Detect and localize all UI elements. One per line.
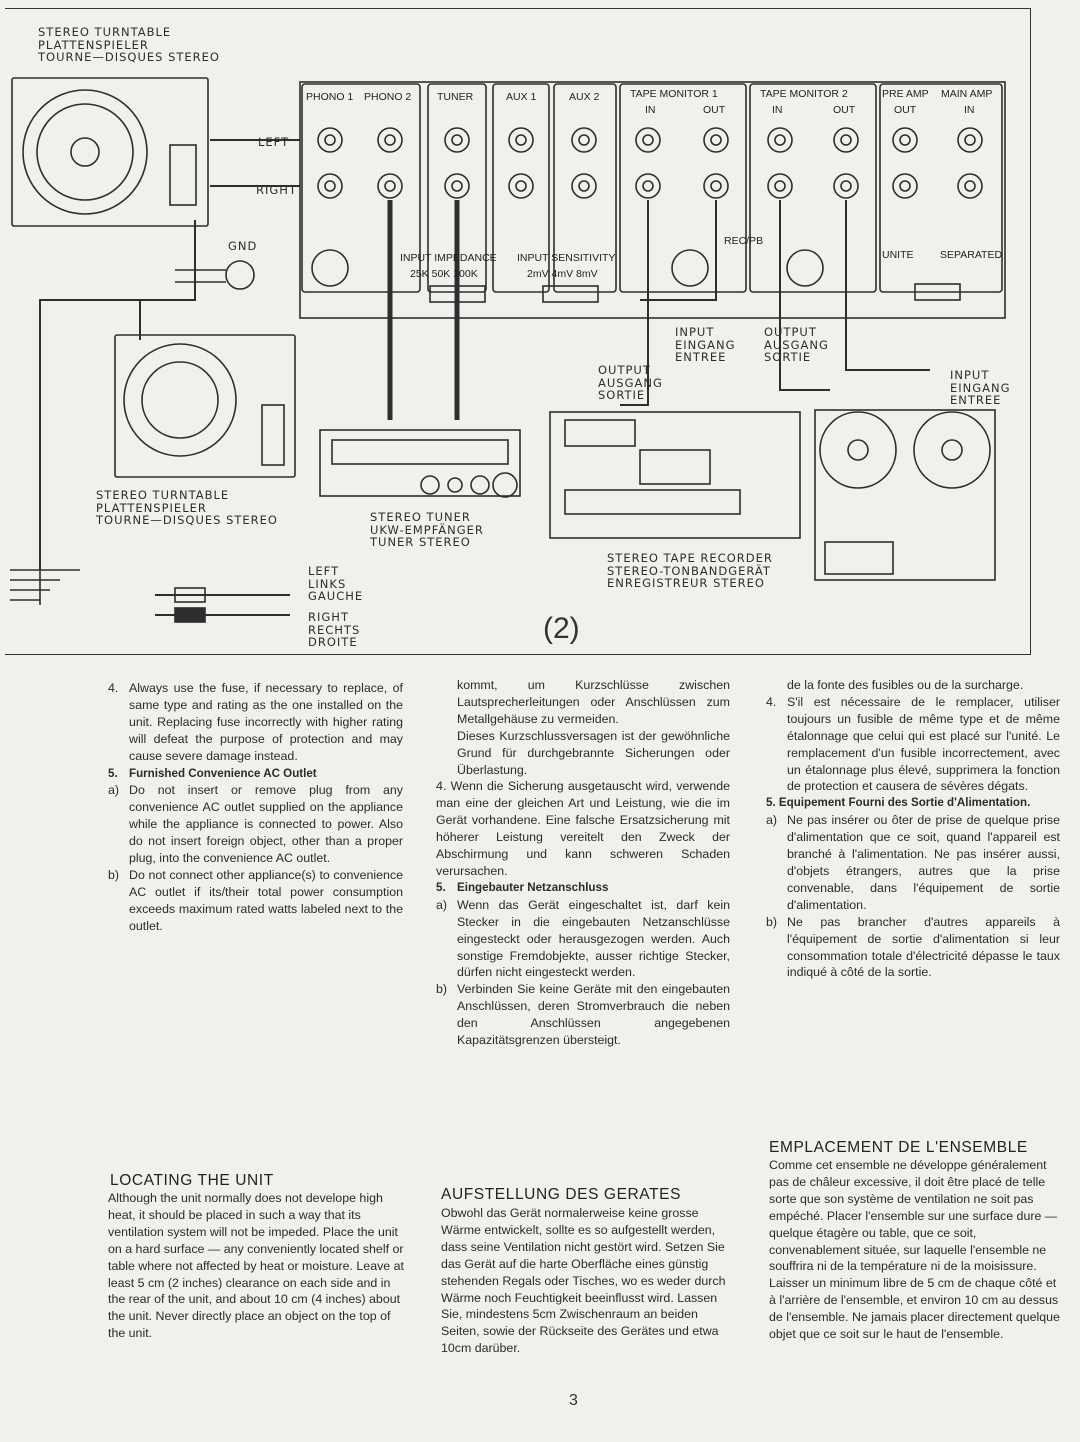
fr-item5-heading: Equipement Fourni des Sortie d'Alimentat… bbox=[778, 796, 1031, 810]
rca-jacks-left bbox=[317, 127, 983, 153]
fr-item5b-num: b) bbox=[766, 914, 778, 929]
receiver-rear-panel bbox=[299, 81, 1006, 319]
tape2-in-label: IN bbox=[772, 104, 783, 116]
fr-item4-num: 4. bbox=[766, 694, 777, 709]
fr-item5a-num: a) bbox=[766, 813, 778, 828]
ground-connector bbox=[225, 260, 255, 290]
connection-diagram bbox=[10, 77, 1006, 623]
fr-cont-text: de la fonte des fusibles ou de la surcha… bbox=[787, 678, 1024, 692]
de-item5-heading: Eingebauter Netzanschluss bbox=[457, 880, 609, 894]
mainamp-label: MAIN AMP bbox=[941, 88, 993, 100]
aux1-label: AUX 1 bbox=[506, 91, 537, 103]
de-item5b-text: Verbinden Sie keine Geräte mit den einge… bbox=[457, 982, 730, 1048]
mainamp-in-label: IN bbox=[964, 104, 975, 116]
en-item4-num: 4. bbox=[108, 681, 119, 695]
en-locating-title: LOCATING THE UNIT bbox=[110, 1172, 274, 1189]
fr-item5a-text: Ne pas insérer ou ôter de prise de quelq… bbox=[787, 813, 1060, 912]
de-item4-text: Wenn die Sicherung ausgetauscht wird, ve… bbox=[436, 779, 730, 878]
tape-monitor-2-label: TAPE MONITOR 2 bbox=[760, 88, 848, 100]
fr-locating-title: EMPLACEMENT DE L'ENSEMBLE bbox=[769, 1139, 1028, 1156]
phono1-label: PHONO 1 bbox=[306, 91, 354, 103]
cassette-deck bbox=[549, 411, 801, 539]
de-item5b-num: b) bbox=[436, 982, 448, 997]
en-item5-num: 5. bbox=[108, 766, 118, 780]
tuner-unit bbox=[319, 429, 521, 497]
de-item5-num: 5. bbox=[436, 880, 446, 894]
fr-item4-text: S'il est nécessaire de le remplacer, uti… bbox=[787, 694, 1060, 794]
gnd-label: GND bbox=[228, 239, 258, 253]
sensitivity-label: INPUT SENSITIVITY bbox=[517, 252, 616, 264]
en-item5-heading: Furnished Convenience AC Outlet bbox=[129, 766, 317, 780]
tape-monitor-1-label: TAPE MONITOR 1 bbox=[630, 88, 718, 100]
german-column: kommt, um Kurzschlüsse zwischen Lautspre… bbox=[436, 677, 730, 1049]
unite-label: UNITE bbox=[882, 249, 914, 261]
en-item4-text: Always use the fuse, if necessary to rep… bbox=[129, 681, 403, 763]
fr-locating-text: Comme cet ensemble ne développe générale… bbox=[769, 1158, 1060, 1342]
figure-number: (2) bbox=[543, 612, 580, 645]
en-item5a-text: Do not insert or remove plug from any co… bbox=[129, 783, 403, 866]
impedance-values: 25K 50K 100K bbox=[410, 268, 478, 280]
turntable-bottom bbox=[114, 334, 296, 478]
tape1-out-label: OUT bbox=[703, 104, 726, 116]
tuner-jack-label: TUNER bbox=[437, 91, 474, 103]
turntable-top bbox=[11, 77, 209, 227]
tape1-in-label: IN bbox=[645, 104, 656, 116]
sensitivity-values: 2mV 4mV 8mV bbox=[527, 268, 598, 280]
reel-tape-recorder bbox=[814, 409, 996, 581]
diagram-frame bbox=[5, 8, 1031, 655]
fr-item5-num: 5. bbox=[766, 796, 776, 810]
rca-jacks-right bbox=[317, 173, 983, 199]
din-socket bbox=[311, 249, 349, 287]
rec-pb-label: REC/PB bbox=[724, 235, 764, 247]
impedance-label: INPUT IMPEDANCE bbox=[400, 252, 497, 264]
aux2-label: AUX 2 bbox=[569, 91, 600, 103]
en-item5b-num: b) bbox=[108, 867, 120, 882]
en-item5b-text: Do not connect other appliance(s) to con… bbox=[129, 867, 403, 933]
french-column: de la fonte des fusibles ou de la surcha… bbox=[766, 677, 1060, 981]
fr-item5b-text: Ne pas brancher d'autres appareils à l'é… bbox=[787, 914, 1060, 980]
de-cont-text: kommt, um Kurzschlüsse zwischen Lautspre… bbox=[457, 678, 730, 726]
english-column: 4. Always use the fuse, if necessary to r… bbox=[108, 680, 403, 935]
de-item5a-text: Wenn das Gerät eingeschaltet ist, darf k… bbox=[457, 897, 730, 980]
page-number: 3 bbox=[569, 1392, 578, 1409]
de-item4-num: 4. bbox=[436, 779, 447, 794]
preamp-out-label: OUT bbox=[894, 104, 917, 116]
en-item5a-num: a) bbox=[108, 783, 120, 798]
right-label: RIGHT bbox=[256, 183, 297, 197]
separated-label: SEPARATED bbox=[940, 249, 1003, 261]
phono2-label: PHONO 2 bbox=[364, 91, 412, 103]
left-label: LEFT bbox=[258, 135, 290, 149]
de-locating-text: Obwohl das Gerät normalerweise keine gro… bbox=[441, 1206, 726, 1356]
de-cont2-text: Dieses Kurzschlussversagen ist der gewöh… bbox=[457, 728, 730, 777]
de-item5a-num: a) bbox=[436, 897, 448, 912]
en-locating-text: Although the unit normally does not deve… bbox=[108, 1191, 404, 1341]
tape2-out-label: OUT bbox=[833, 104, 856, 116]
de-locating-title: AUFSTELLUNG DES GERATES bbox=[441, 1186, 682, 1203]
preamp-label: PRE AMP bbox=[882, 88, 929, 100]
